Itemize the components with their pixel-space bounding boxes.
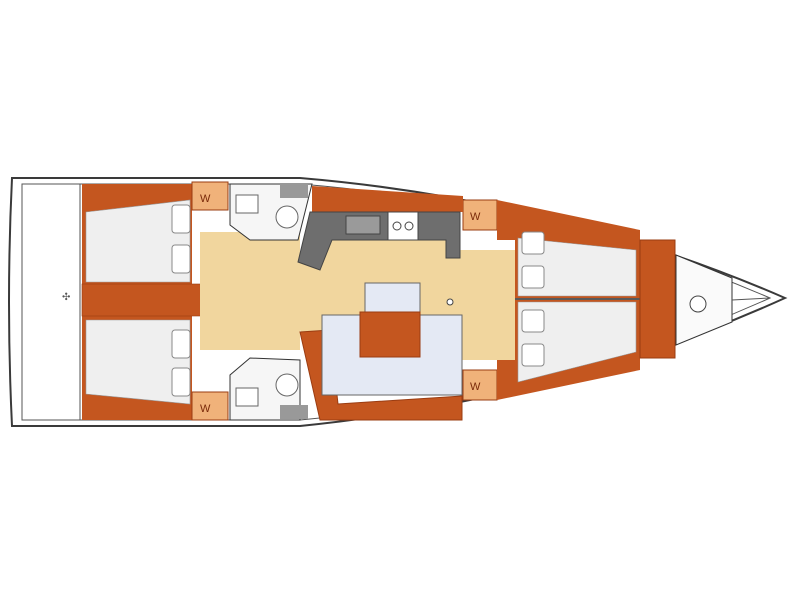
svg-text:W: W (200, 403, 211, 415)
aft-cabin-starboard (82, 316, 192, 420)
galley-sink (345, 215, 381, 235)
forward-bulkhead-wood (639, 239, 676, 359)
saloon-table (359, 311, 421, 358)
svg-text:W: W (470, 381, 481, 393)
locker-aft-port: W (191, 181, 229, 211)
anchor-winch-icon: W (200, 193, 211, 205)
saloon-backrest (364, 282, 421, 316)
aft-bench (81, 283, 203, 317)
galley-counter (297, 211, 461, 271)
locker-fwd-starboard: W (462, 369, 498, 401)
compass-rose-icon: ✣ (62, 292, 70, 303)
svg-text:W: W (470, 211, 481, 223)
forward-cabin-port (497, 200, 640, 298)
head-starboard (229, 357, 308, 421)
aft-cabin-port (82, 184, 192, 284)
head-port (229, 183, 313, 241)
forward-cabin-starboard (497, 300, 640, 400)
locker-aft-starboard: W (191, 391, 229, 421)
mast-step (446, 298, 454, 306)
locker-fwd-port: W (462, 199, 498, 231)
galley-cabinet (312, 186, 463, 212)
anchor-windlass-icon (689, 295, 707, 313)
